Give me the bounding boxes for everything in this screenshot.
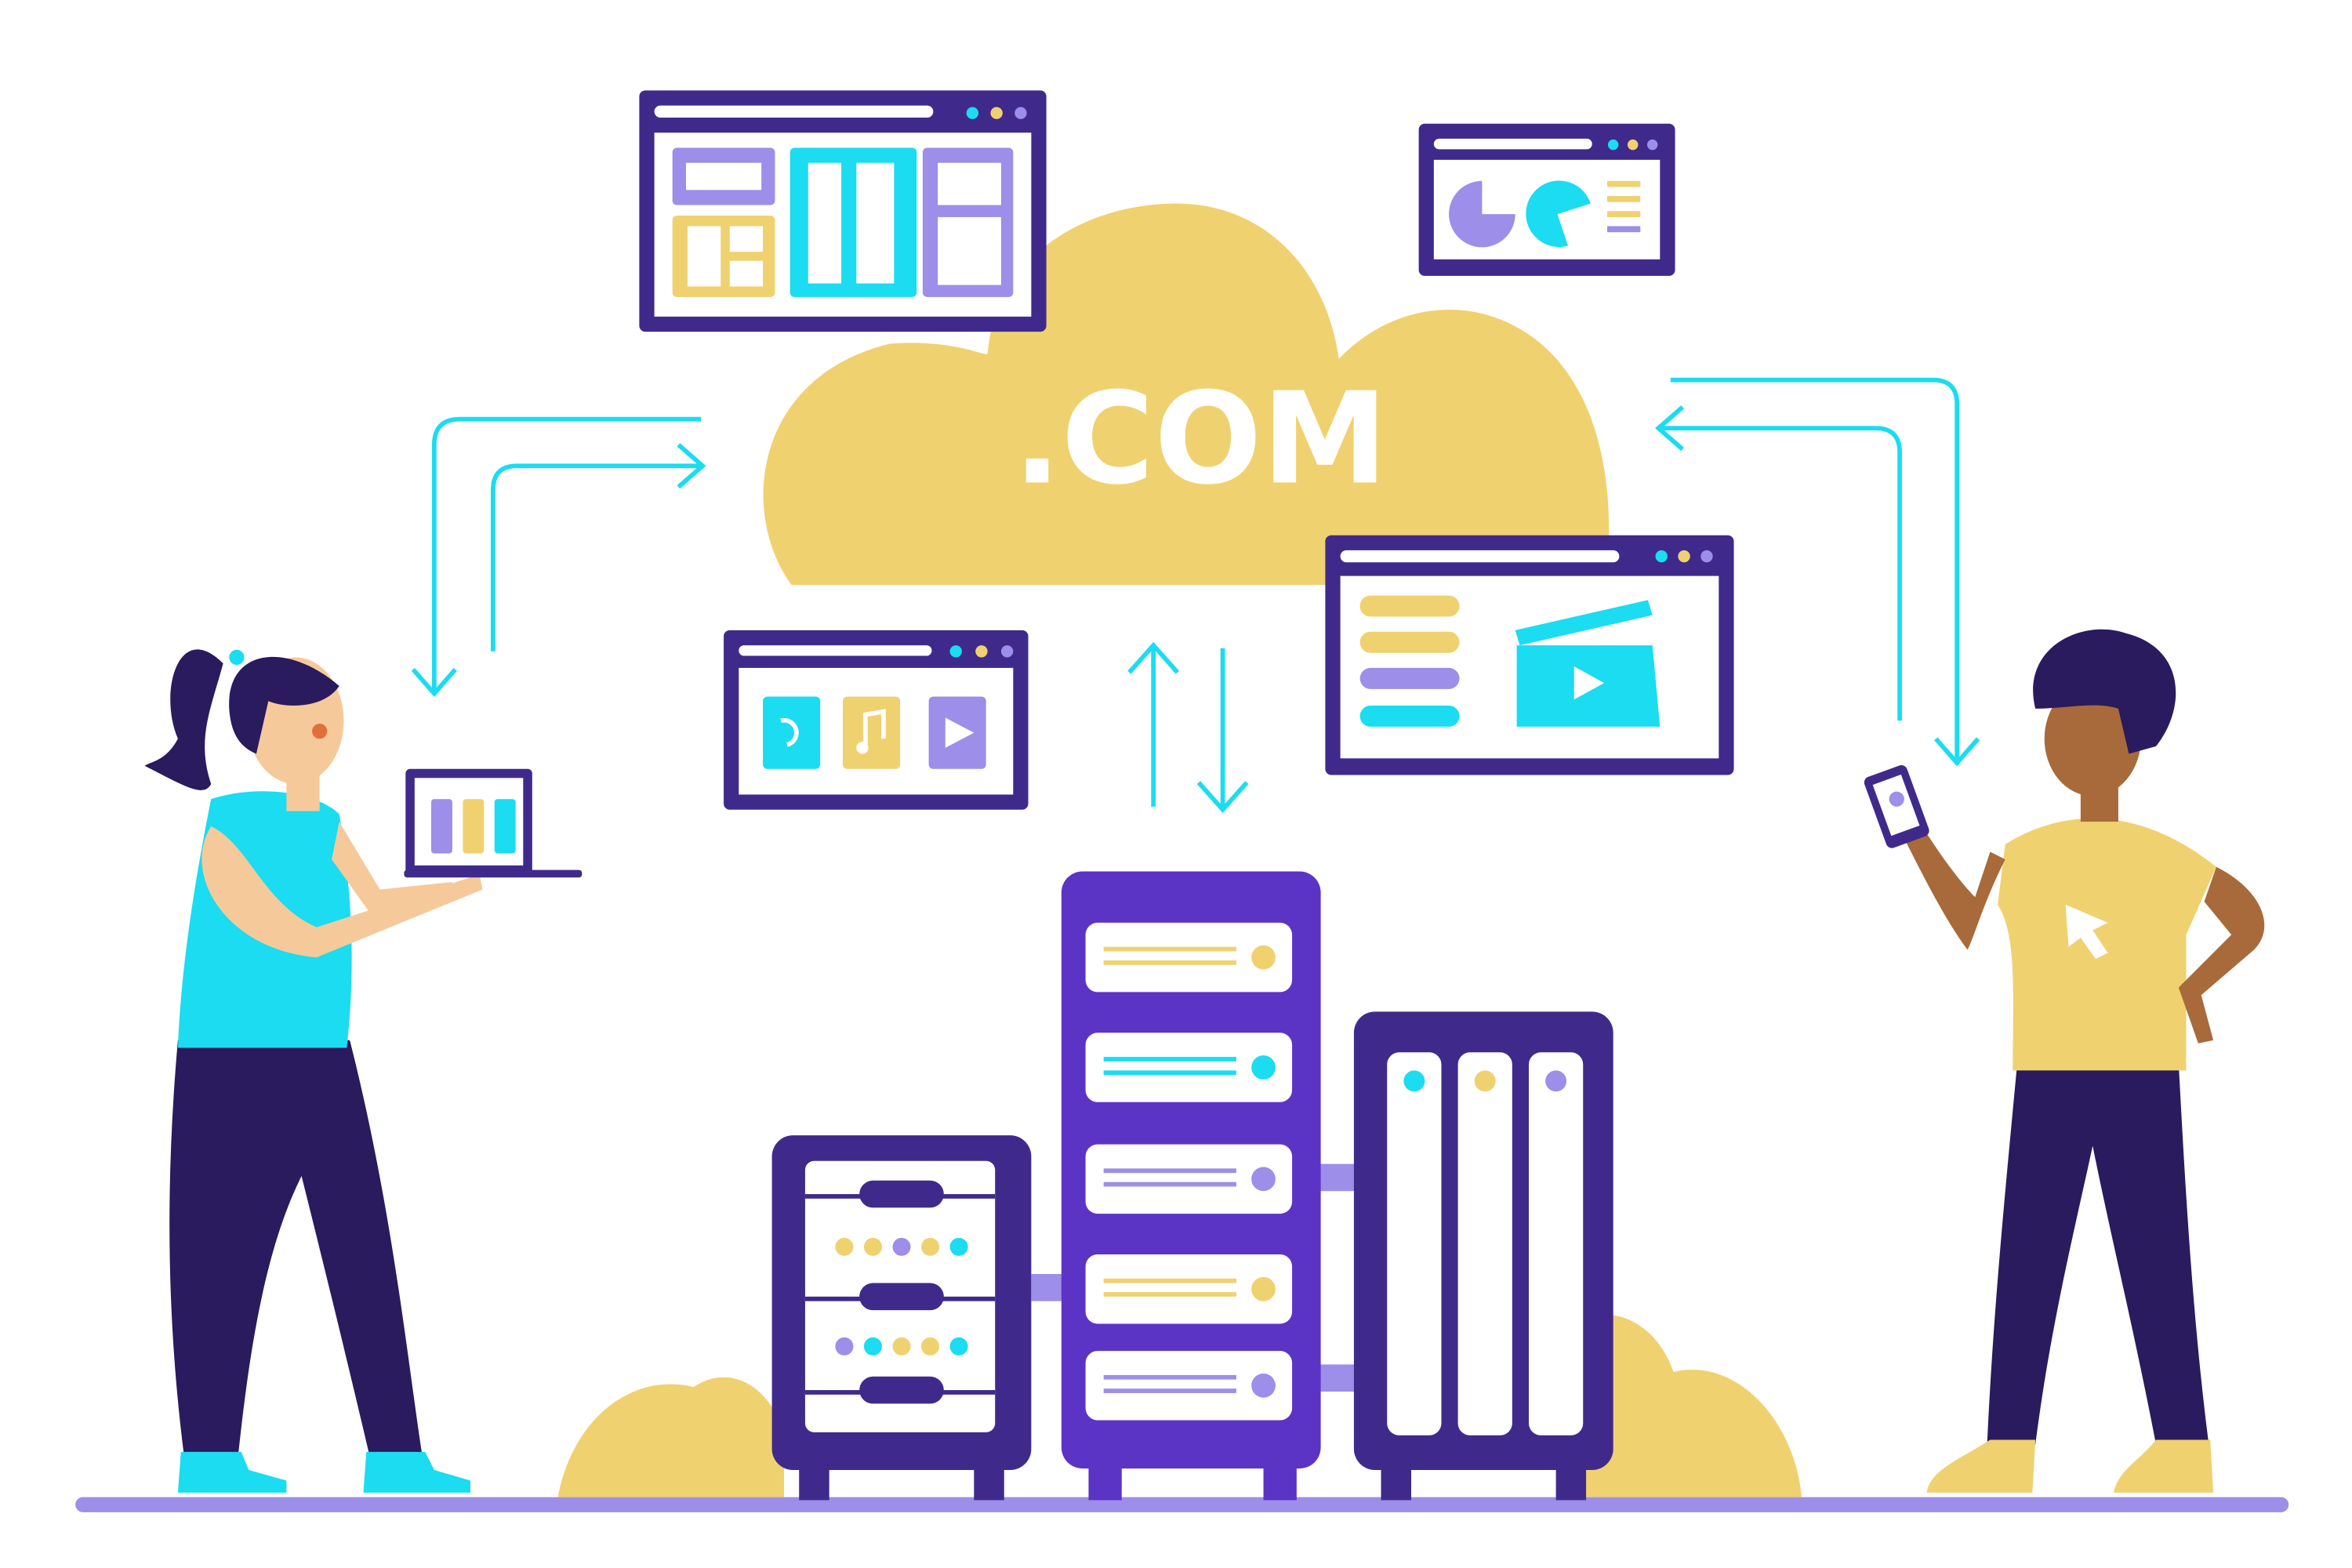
browser-window-media — [724, 630, 1029, 810]
pie-chart-icon — [1449, 180, 1515, 248]
shoe — [2114, 1439, 2214, 1493]
server-connector — [1317, 1364, 1357, 1392]
woman-with-laptop — [144, 649, 583, 1493]
server-rack-center — [1061, 871, 1321, 1501]
music-icon — [843, 696, 901, 769]
shoe — [177, 1451, 287, 1493]
man-with-phone — [1864, 629, 2265, 1493]
server-connector — [1317, 1163, 1357, 1192]
arrow-right-outer — [1670, 377, 1980, 767]
browser-window-layout — [639, 90, 1047, 332]
arrow-right-inner — [1655, 405, 1902, 721]
refresh-icon — [763, 696, 821, 769]
arrow-down — [1196, 648, 1249, 814]
data-flow-arrows — [411, 377, 1980, 814]
server-rack-left — [771, 1135, 1032, 1501]
laptop-base — [404, 869, 583, 878]
browser-window-charts — [1418, 123, 1675, 276]
arrow-up — [1127, 641, 1180, 807]
shoe — [1926, 1439, 2036, 1493]
cloud: .COM — [763, 203, 1610, 586]
server-rack-right — [1353, 1011, 1613, 1501]
ground-line — [75, 1497, 2289, 1512]
arrow-left-outer — [411, 416, 702, 697]
bushes — [557, 1314, 1802, 1497]
server-connector — [1031, 1274, 1065, 1301]
browser-window-video — [1325, 535, 1734, 775]
pie-chart-icon — [1526, 180, 1591, 248]
cursor-icon — [2065, 904, 2108, 960]
shoe — [363, 1451, 470, 1493]
cloud-domain-label: .COM — [1013, 365, 1388, 513]
arrow-left-inner — [490, 443, 706, 652]
